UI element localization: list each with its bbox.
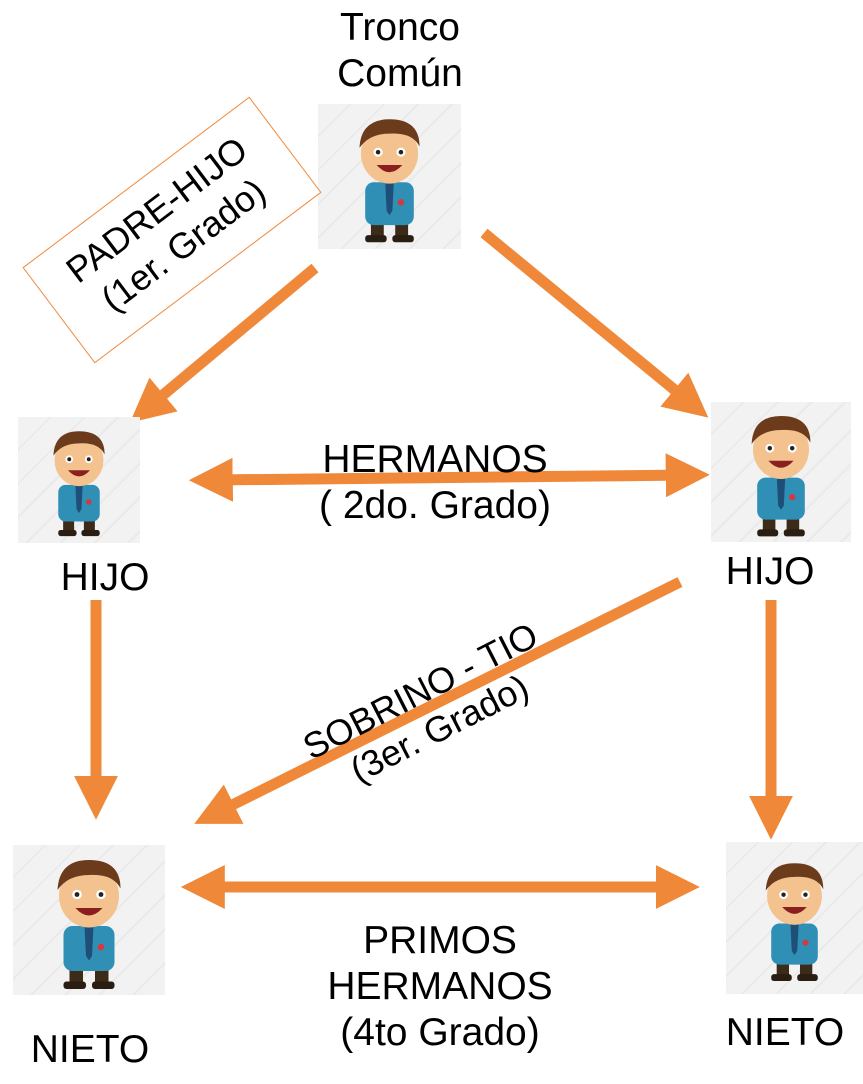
root-label-line1: Tronco [340, 6, 460, 49]
relation-cousins-line3: (4to Grado) [340, 1011, 540, 1054]
relation-cousins-line1: PRIMOS [363, 919, 517, 962]
arrow-root-to-child-right [480, 228, 709, 418]
person-avatar-icon [765, 863, 824, 982]
grandchild-right-avatar [726, 842, 863, 994]
relation-siblings-line2: ( 2do. Grado) [319, 484, 551, 527]
child-right-label: HIJO [725, 550, 815, 593]
arrow-siblings [188, 453, 710, 502]
relation-siblings: HERMANOS ( 2do. Grado) [245, 437, 625, 529]
root-label-line2: Común [337, 52, 463, 95]
person-avatar-icon [57, 860, 121, 989]
child-left-label: HIJO [60, 556, 150, 599]
grandchild-right-label: NIETO [725, 1011, 845, 1054]
arrow-root-to-child-left [129, 263, 319, 423]
grandchild-left-label: NIETO [30, 1028, 150, 1071]
relation-cousins-line2: HERMANOS [327, 965, 553, 1008]
root-label: Tronco Común [330, 5, 470, 97]
person-avatar-icon [751, 416, 811, 537]
person-avatar-icon [359, 119, 420, 243]
person-avatar-icon [53, 431, 105, 537]
relation-cousins: PRIMOS HERMANOS (4to Grado) [300, 918, 580, 1056]
arrow-nephew-uncle [194, 577, 683, 824]
root-avatar [318, 104, 461, 249]
child-left-avatar [18, 417, 140, 543]
child-right-avatar [711, 402, 851, 542]
grandchild-left-avatar [13, 845, 165, 995]
relation-siblings-line1: HERMANOS [322, 438, 548, 481]
